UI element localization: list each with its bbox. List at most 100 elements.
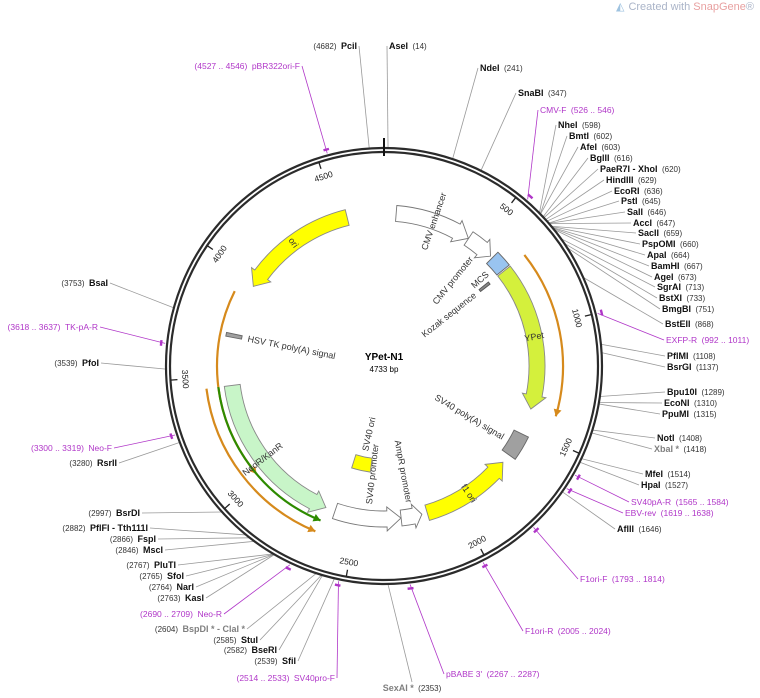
tick-mark-1500 bbox=[572, 449, 580, 454]
site-label-mfei: MfeI (1514) bbox=[645, 464, 691, 481]
site-name: AfeI bbox=[580, 142, 597, 152]
feature-ypet bbox=[497, 265, 547, 410]
site-position: (2582) bbox=[224, 646, 247, 655]
site-leader-pflfi-tth111i bbox=[149, 527, 247, 536]
credit-prefix: Created with bbox=[628, 1, 691, 13]
site-name: EcoRI bbox=[614, 186, 640, 196]
site-name: AflII bbox=[617, 524, 634, 534]
site-label-ecori: EcoRI (636) bbox=[614, 181, 663, 198]
site-leader-acci bbox=[549, 222, 632, 224]
site-position: (636) bbox=[644, 187, 663, 196]
primer-mark-ebv-rev bbox=[567, 487, 573, 494]
site-leader-sfoi bbox=[185, 553, 275, 577]
tick-label-4000: 4000 bbox=[210, 243, 229, 264]
primer-range: (526 .. 546) bbox=[571, 105, 615, 115]
site-name: BsrGI bbox=[667, 362, 692, 372]
orf-arrowhead-1 bbox=[307, 524, 316, 533]
site-leader-pcii bbox=[358, 45, 370, 149]
site-label-nari: (2764) NarI bbox=[149, 577, 194, 594]
site-position: (1408) bbox=[679, 434, 702, 443]
primer-leader-neo-r bbox=[223, 564, 291, 615]
tick-mark-2500 bbox=[345, 569, 349, 577]
primer-leader-ebv-rev bbox=[566, 488, 624, 514]
site-name: PspOMI bbox=[642, 239, 676, 249]
site-label-fspi: (2866) FspI bbox=[110, 529, 156, 546]
primer-range: (2267 .. 2287) bbox=[487, 669, 540, 679]
site-leader-bglii bbox=[542, 157, 589, 218]
primer-mark-neo-r bbox=[285, 566, 292, 571]
site-name: StuI bbox=[241, 635, 258, 645]
primer-label-f1ori-r: F1ori-R (2005 .. 2024) bbox=[525, 621, 611, 638]
site-label-bsai: (3753) BsaI bbox=[61, 273, 108, 290]
primer-range: (1565 .. 1584) bbox=[676, 497, 729, 507]
site-leader-afei bbox=[540, 146, 579, 215]
site-position: (868) bbox=[695, 320, 714, 329]
site-position: (1418) bbox=[683, 445, 706, 454]
site-name: NotI bbox=[657, 433, 675, 443]
primer-name: F1ori-F bbox=[580, 574, 607, 584]
site-leader-bamhi bbox=[552, 227, 650, 267]
site-leader-sfii bbox=[297, 578, 335, 662]
site-label-asei: AseI (14) bbox=[389, 36, 427, 53]
site-position: (2585) bbox=[213, 636, 236, 645]
site-label-aflii: AflII (1646) bbox=[617, 519, 662, 536]
site-label-psti: PstI (645) bbox=[621, 191, 661, 208]
site-label-bglii: BglII (616) bbox=[590, 148, 633, 165]
site-label-stui: (2585) StuI bbox=[213, 630, 258, 647]
orf-arrowhead-0 bbox=[553, 408, 562, 417]
site-leader-bsrgi bbox=[601, 352, 666, 368]
site-leader-sali bbox=[548, 211, 626, 224]
site-name: PaeR7I - XhoI bbox=[600, 164, 658, 174]
primer-name: CMV-F bbox=[540, 105, 566, 115]
site-position: (602) bbox=[593, 132, 612, 141]
tick-mark-1000 bbox=[584, 313, 592, 317]
site-name: HindIII bbox=[606, 175, 634, 185]
site-name: PflMI bbox=[667, 351, 689, 361]
site-label-bsrdi: (2997) BsrDI bbox=[88, 503, 140, 520]
site-position: (2763) bbox=[157, 594, 180, 603]
site-label-sexai: SexAI * (2353) bbox=[383, 678, 442, 695]
site-label-bstxi: BstXI (733) bbox=[659, 288, 705, 305]
site-leader-bseri bbox=[278, 574, 323, 651]
tick-label-3000: 3000 bbox=[226, 488, 246, 509]
site-leader-noti bbox=[592, 429, 656, 439]
primer-label-exfp-r: EXFP-R (992 .. 1011) bbox=[666, 330, 749, 347]
primer-name: Neo-F bbox=[88, 443, 112, 453]
primer-mark-f1ori-r bbox=[481, 563, 488, 569]
site-leader-rsrii bbox=[118, 442, 180, 464]
site-name: AgeI bbox=[654, 272, 674, 282]
site-label-bsteii: BstEII (868) bbox=[665, 314, 714, 331]
credit-mark: ® bbox=[745, 1, 754, 13]
feature-hsv-tk-poly-a-signal bbox=[225, 331, 243, 340]
site-position: (664) bbox=[671, 251, 690, 260]
feature-f1-ori bbox=[424, 461, 504, 522]
primer-label-f1ori-f: F1ori-F (1793 .. 1814) bbox=[580, 569, 665, 586]
feature-label-hsv-tk-poly-a-signal: HSV TK poly(A) signal bbox=[247, 334, 337, 361]
site-leader-pfoi bbox=[100, 362, 167, 370]
site-name: SacII bbox=[638, 228, 659, 238]
site-position: (1289) bbox=[701, 388, 724, 397]
primer-mark-pbabe-3 bbox=[407, 586, 414, 590]
feature-cmv-promoter bbox=[463, 231, 491, 259]
snapgene-logo-icon: ◭ bbox=[615, 1, 625, 13]
feature-label-kozak-sequence: Kozak sequence bbox=[420, 290, 478, 339]
site-position: (603) bbox=[601, 143, 620, 152]
site-leader-ppumi bbox=[598, 403, 661, 415]
site-position: (1514) bbox=[667, 470, 690, 479]
site-name: MscI bbox=[143, 545, 163, 555]
site-name: SalI bbox=[627, 207, 643, 217]
site-name: HpaI bbox=[641, 480, 661, 490]
tick-label-1500: 1500 bbox=[557, 436, 574, 458]
feature-kozak-sequence bbox=[478, 281, 491, 293]
site-leader-hpai bbox=[579, 461, 640, 486]
site-leader-bpu10i bbox=[599, 391, 666, 397]
site-leader-sgrai bbox=[560, 238, 656, 288]
primer-label-sv40pa-r: SV40pA-R (1565 .. 1584) bbox=[631, 492, 729, 509]
site-position: (4682) bbox=[313, 42, 336, 51]
primer-leader-pbabe-3 bbox=[409, 584, 445, 675]
site-name: XbaI * bbox=[654, 444, 680, 454]
site-position: (347) bbox=[548, 89, 567, 98]
orf-track-1 bbox=[205, 388, 316, 533]
site-name: ApaI bbox=[647, 250, 667, 260]
plasmid-backbone bbox=[164, 138, 604, 586]
